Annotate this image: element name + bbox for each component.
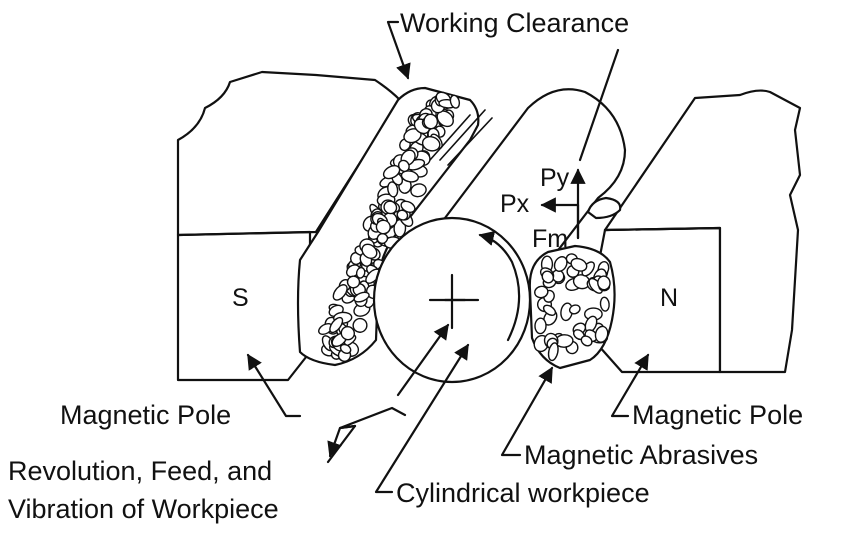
abrasive-grain — [594, 325, 609, 343]
label-motion-line2: Vibration of Workpiece — [8, 494, 279, 524]
force-arrows — [540, 168, 586, 240]
abrasive-band-left — [296, 86, 480, 367]
abrasive-grain — [376, 232, 389, 245]
label-working-clearance: Working Clearance — [400, 8, 629, 38]
abrasive-grain — [332, 284, 348, 301]
label-magnetic-abrasives: Magnetic Abrasives — [524, 440, 758, 470]
abrasive-grain — [339, 343, 352, 354]
abrasive-grain — [553, 256, 568, 272]
abrasive-grain — [570, 257, 588, 272]
label-pole-n: N — [660, 284, 678, 312]
abrasive-grain — [397, 159, 410, 173]
abrasive-grain — [568, 304, 581, 315]
label-cylindrical-workpiece: Cylindrical workpiece — [396, 478, 650, 508]
left-magnetic-pole — [176, 70, 402, 382]
abrasive-band-right — [528, 244, 616, 370]
abrasive-grain — [597, 275, 611, 291]
abrasive-grain — [340, 326, 356, 341]
abrasive-grain — [534, 317, 547, 335]
label-force-py: Py — [540, 164, 570, 192]
abrasive-grain — [421, 136, 441, 152]
leader-lines — [246, 20, 650, 494]
abrasive-grain — [352, 317, 368, 333]
abrasive-grain — [346, 275, 361, 289]
abrasive-grain — [353, 291, 370, 303]
label-magnetic-pole-right: Magnetic Pole — [632, 400, 803, 430]
label-force-fm: Fm — [532, 225, 568, 253]
abrasive-grain — [375, 219, 391, 235]
abrasive-grain — [400, 170, 419, 183]
abrasive-grain — [580, 335, 593, 347]
abrasive-grain — [449, 94, 461, 109]
abrasive-grain — [534, 285, 549, 299]
label-pole-s: S — [232, 284, 249, 312]
abrasive-grain — [387, 181, 399, 198]
abrasive-grain — [423, 113, 439, 130]
abrasive-grain — [599, 296, 610, 312]
abrasive-particle — [586, 196, 622, 220]
label-motion-line1: Revolution, Feed, and — [8, 456, 272, 486]
abrasive-grain — [396, 209, 409, 221]
label-magnetic-pole-left: Magnetic Pole — [60, 400, 231, 430]
abrasive-grain — [383, 200, 398, 215]
abrasive-grain — [329, 316, 344, 334]
abrasive-grain — [547, 342, 559, 362]
abrasive-grain — [361, 243, 378, 259]
right-magnetic-pole — [593, 89, 802, 374]
abrasive-grain — [355, 266, 366, 279]
label-force-px: Px — [500, 190, 530, 218]
abrasive-grain — [541, 270, 555, 284]
cylindrical-workpiece — [372, 48, 627, 384]
abrasive-grain — [410, 183, 427, 198]
abrasive-grain — [542, 304, 557, 316]
